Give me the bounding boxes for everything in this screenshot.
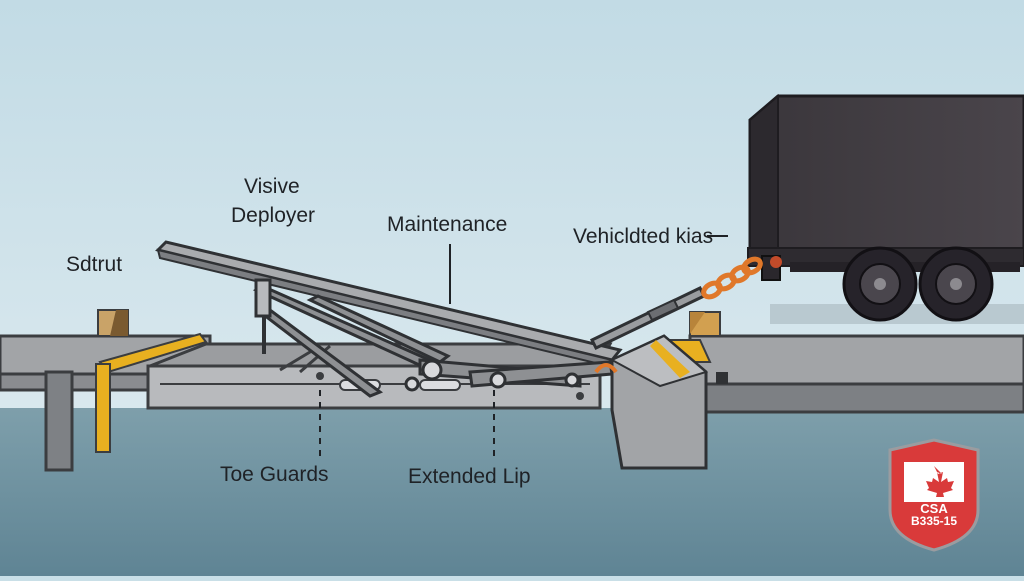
label-visive: Visive — [244, 175, 300, 198]
label-toe-guards: Toe Guards — [220, 463, 329, 486]
restraint-chain — [701, 256, 763, 300]
trailer-wheel — [918, 246, 994, 322]
hydraulic-linkage — [252, 278, 614, 398]
lip-hinge-block — [609, 334, 709, 470]
badge-standard-text: B335-15 — [910, 514, 958, 528]
label-maintenance: Maintenance — [387, 213, 508, 236]
label-strut: Sdtrut — [66, 253, 123, 276]
trailer-wheel — [842, 246, 918, 322]
badge-csa-text: CSA — [920, 501, 948, 516]
right-dock-platform — [658, 334, 1024, 414]
csa-shield-badge — [888, 438, 980, 552]
strut-block — [97, 309, 129, 337]
ground — [0, 408, 1024, 576]
label-extended-lip: Extended Lip — [408, 465, 531, 488]
maple-leaf-icon — [926, 466, 954, 497]
label-deployer: Deployer — [231, 204, 316, 227]
trailer — [747, 93, 1024, 322]
label-vehicle: Vehicldted kias — [573, 225, 714, 248]
wheel-chock — [689, 311, 721, 337]
leader-lines — [319, 235, 728, 456]
